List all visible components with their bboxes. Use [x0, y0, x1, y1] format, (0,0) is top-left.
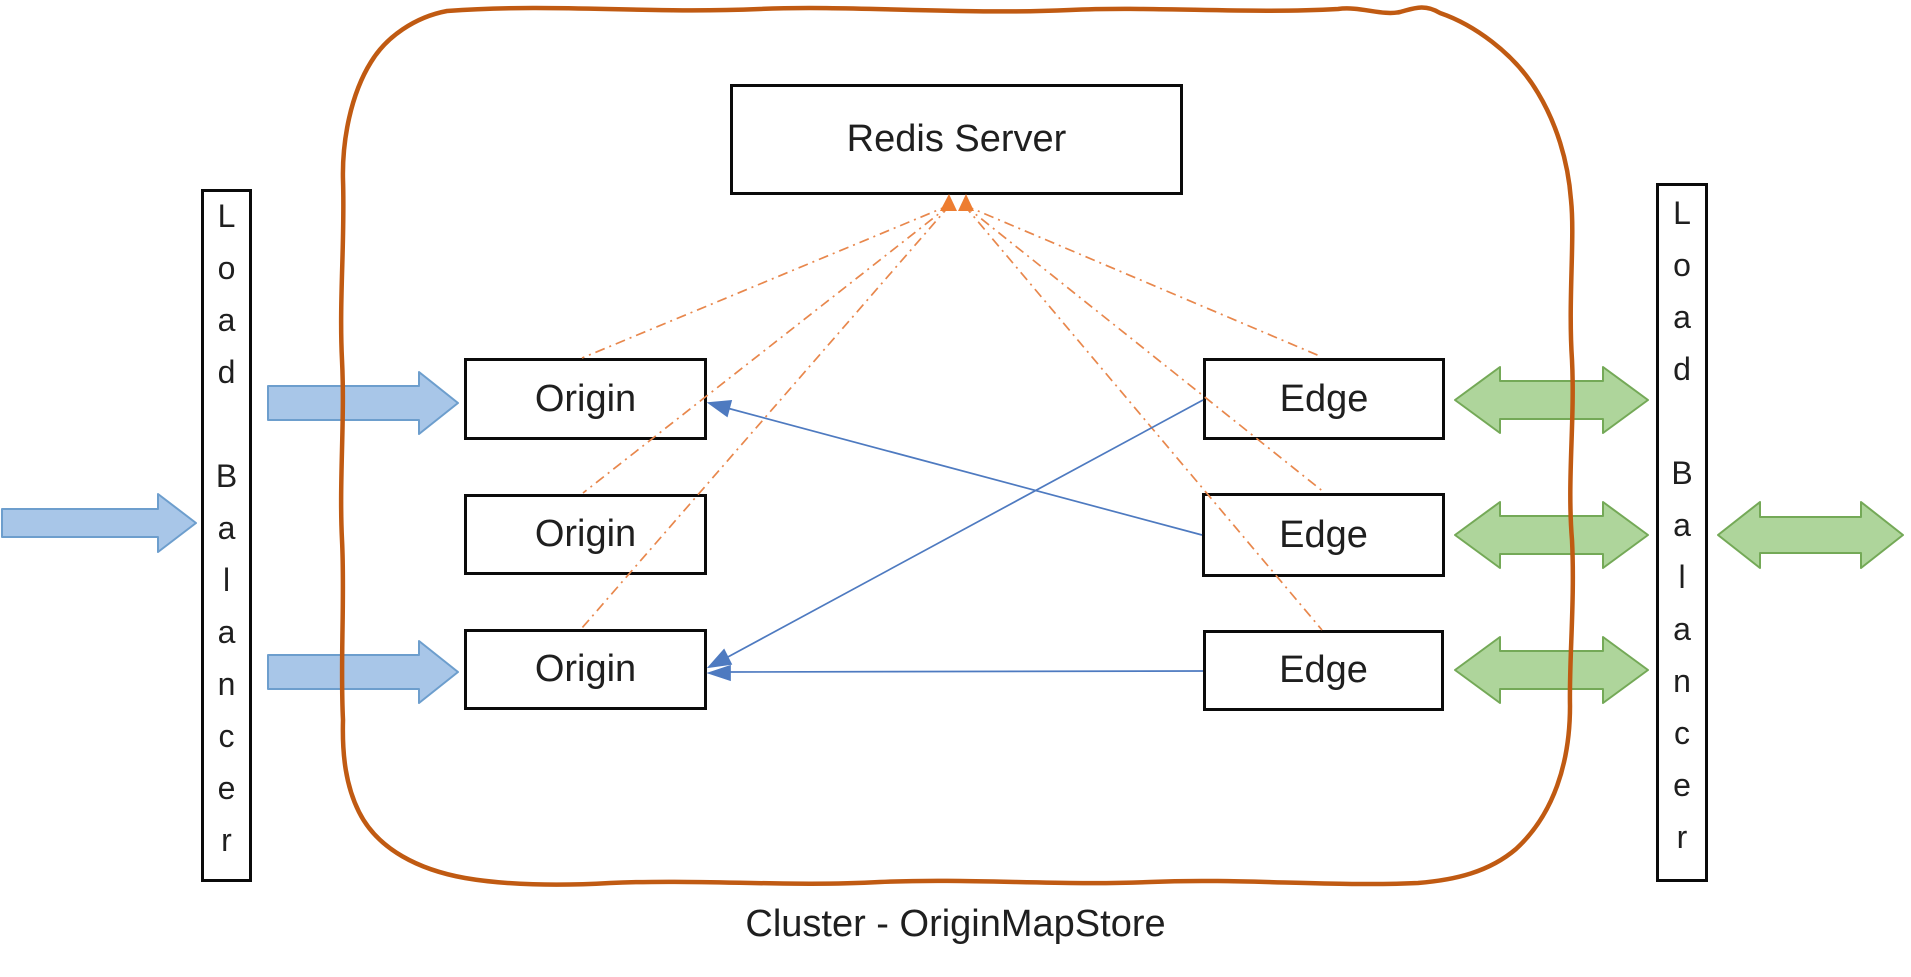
edge-3-label: Edge: [1279, 649, 1368, 691]
node-edge-3: Edge: [1203, 630, 1444, 711]
edge-1-to-origin-3-arrowhead: [706, 648, 733, 669]
node-origin-1: Origin: [464, 358, 707, 440]
node-origin-2: Origin: [464, 494, 707, 575]
redis-link-origin-2: [582, 204, 951, 494]
cluster-caption: Cluster - OriginMapStore: [745, 903, 1166, 945]
origin-1-label: Origin: [534, 377, 637, 420]
edge-2-to-origin-1-line: [726, 407, 1203, 536]
edge-3-to-origin-3-arrowhead: [706, 664, 731, 682]
edge-2-lb-double-arrow: [1454, 501, 1649, 569]
edge-2-to-origin-1-arrowhead: [706, 400, 733, 418]
lb-to-origin-1-arrow: [267, 371, 459, 435]
outgoing-traffic-double-arrow: [1717, 501, 1904, 569]
node-load-balancer-right: Load Balancer: [1656, 183, 1708, 882]
node-edge-2: Edge: [1202, 493, 1445, 577]
origin-2-label: Origin: [534, 513, 637, 555]
node-origin-3: Origin: [464, 629, 707, 710]
node-redis-server: Redis Server: [730, 84, 1183, 195]
redis-arrowhead-right: [958, 194, 974, 211]
edge-1-label: Edge: [1279, 377, 1369, 420]
origin-3-label: Origin: [534, 648, 637, 690]
edge-3-to-origin-3-line: [727, 670, 1204, 673]
node-load-balancer-left: Load Balancer: [201, 189, 252, 882]
edge-1-to-origin-3-line: [725, 399, 1204, 659]
edge-2-label: Edge: [1279, 513, 1368, 556]
incoming-traffic-arrow: [1, 493, 197, 553]
redis-link-edge-1: [963, 204, 1323, 358]
redis-link-edge-2: [963, 204, 1326, 494]
edge-1-lb-double-arrow: [1454, 366, 1649, 434]
lb-to-origin-3-arrow: [267, 640, 459, 704]
redis-server-label: Redis Server: [846, 118, 1067, 160]
redis-arrowhead-left: [940, 194, 957, 211]
node-edge-1: Edge: [1203, 358, 1445, 440]
redis-link-origin-1: [581, 204, 951, 359]
edge-3-lb-double-arrow: [1454, 636, 1649, 704]
